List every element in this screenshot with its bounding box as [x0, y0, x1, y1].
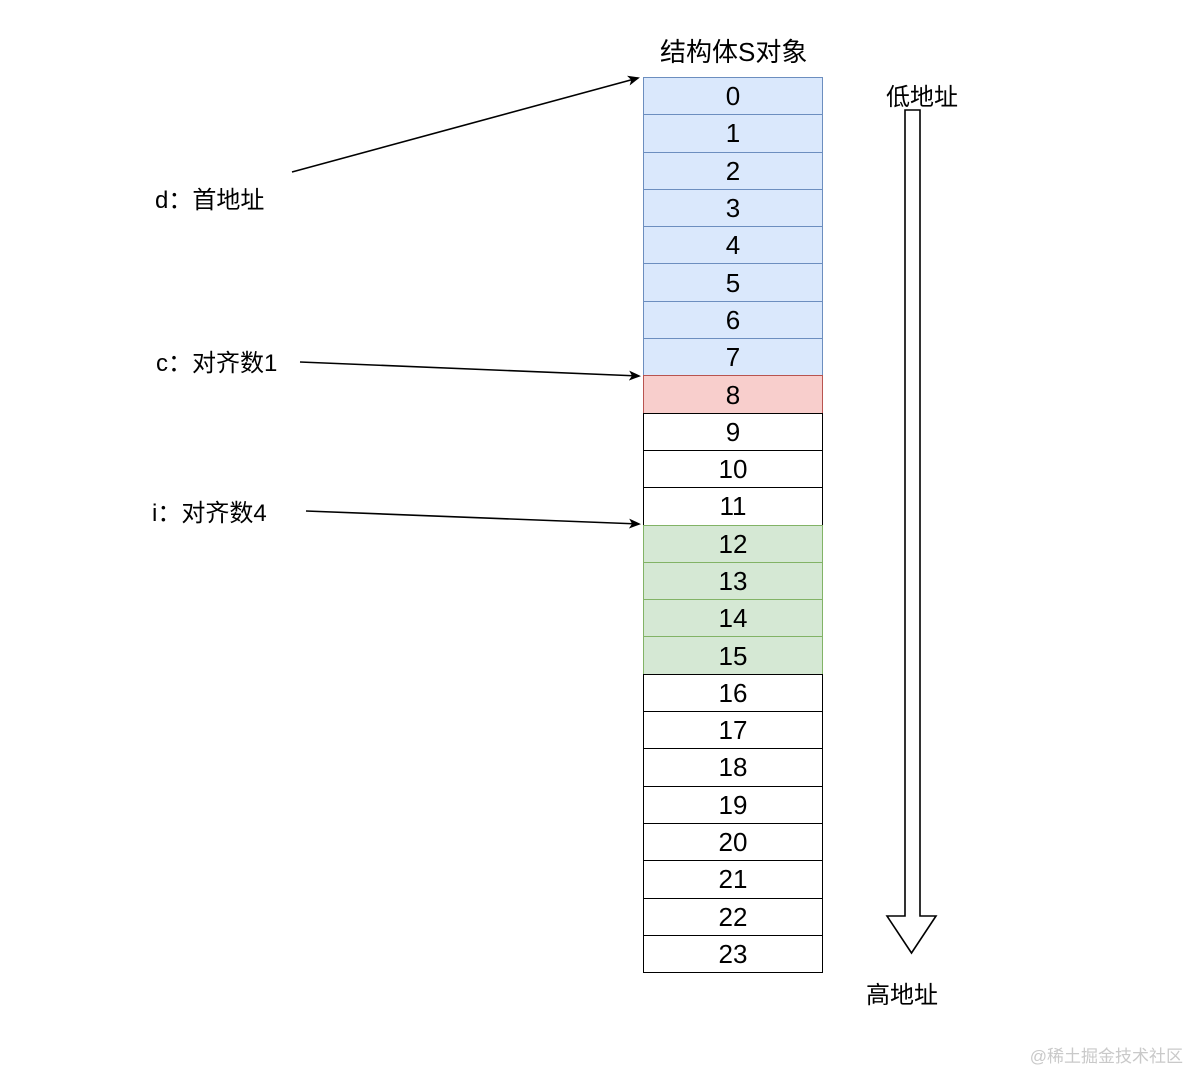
memory-cell-1: 1	[643, 114, 823, 153]
memory-cell-7: 7	[643, 338, 823, 377]
label-member-i: i：对齐数4	[152, 500, 267, 527]
memory-cell-17: 17	[643, 711, 823, 750]
label-member-d: d：首地址	[155, 187, 265, 214]
watermark: @稀土掘金技术社区	[1029, 1047, 1183, 1066]
memory-cell-16: 16	[643, 673, 823, 713]
d-pointer-arrow	[291, 75, 640, 173]
memory-cell-11: 11	[643, 487, 823, 526]
memory-cell-4: 4	[643, 226, 823, 265]
memory-cell-13: 13	[643, 561, 823, 601]
memory-cell-3: 3	[643, 188, 823, 228]
memory-cell-8: 8	[643, 375, 823, 414]
memory-cell-2: 2	[643, 151, 823, 190]
memory-cell-21: 21	[643, 860, 823, 899]
label-high-address: 高地址	[866, 982, 938, 1009]
c-pointer-arrow	[299, 361, 641, 381]
memory-cell-12: 12	[643, 524, 823, 563]
memory-cell-5: 5	[643, 263, 823, 302]
memory-cell-18: 18	[643, 748, 823, 787]
label-member-c: c：对齐数1	[156, 350, 278, 377]
memory-cell-23: 23	[643, 934, 823, 974]
memory-cell-20: 20	[643, 822, 823, 862]
label-low-address: 低地址	[886, 84, 958, 111]
memory-cell-22: 22	[643, 897, 823, 936]
memory-cell-0: 0	[643, 77, 823, 116]
address-direction-arrow	[885, 109, 938, 955]
memory-cell-14: 14	[643, 599, 823, 638]
memory-cell-15: 15	[643, 636, 823, 675]
memory-cell-10: 10	[643, 449, 823, 489]
memory-cell-9: 9	[643, 412, 823, 451]
memory-cell-19: 19	[643, 785, 823, 824]
diagram-title: 结构体S对象	[660, 37, 808, 67]
memory-cell-6: 6	[643, 300, 823, 340]
i-pointer-arrow	[305, 510, 641, 529]
